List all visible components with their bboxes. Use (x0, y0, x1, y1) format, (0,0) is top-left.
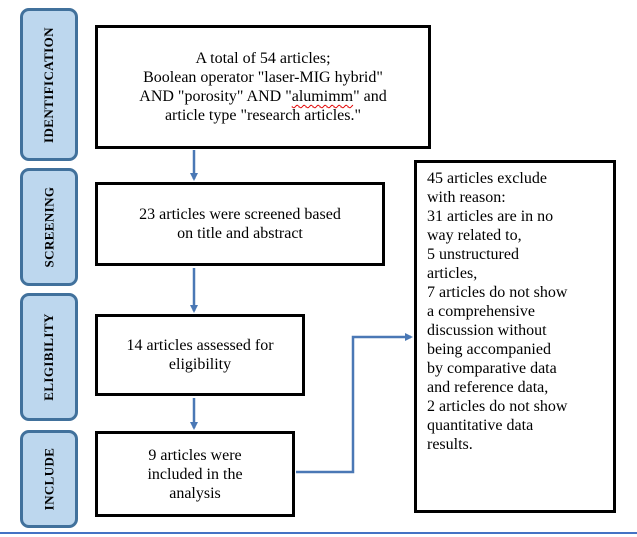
misspelled-word: alumimm (291, 88, 354, 105)
excluded-box: 45 articles exclude with reason: 31 articl… (414, 160, 616, 513)
excluded-line: quantitative data (427, 417, 534, 434)
excluded-line: and reference data, (427, 379, 549, 396)
excluded-line: results. (427, 436, 473, 453)
excluded-line: 45 articles exclude (427, 170, 547, 187)
excluded-line: 31 articles are in no (427, 208, 554, 225)
excluded-line: by comparative data (427, 360, 557, 377)
identification-line-3-post: " and (353, 88, 387, 105)
identification-line-2: Boolean operator "laser-MIG hybrid" (143, 69, 383, 86)
excluded-line: articles, (427, 265, 478, 282)
excluded-line: 7 articles do not show (427, 284, 568, 301)
include-line-3: analysis (169, 484, 221, 502)
include-line-1: 9 articles were (148, 446, 242, 464)
include-line-2: included in the (147, 465, 243, 483)
eligibility-line-2: eligibility (168, 356, 232, 373)
excluded-line: discussion without (427, 322, 547, 339)
include-box: 9 articles were included in the analysis (95, 431, 295, 517)
phase-screening-label: SCREENING (41, 186, 56, 268)
arrow-include-to-excluded (296, 333, 413, 474)
phase-eligibility-label: ELIGIBILITY (41, 313, 56, 401)
phase-include-label: INCLUDE (41, 447, 57, 511)
footer-rule (0, 532, 637, 534)
screening-line-1: 23 articles were screened based (139, 206, 341, 223)
identification-box: A total of 54 articles; Boolean operator… (95, 25, 431, 149)
screening-box: 23 articles were screened based on title… (95, 182, 385, 266)
eligibility-line-1: 14 articles assessed for (126, 337, 274, 354)
excluded-line: 5 unstructured (427, 246, 519, 263)
identification-line-4: article type "research articles." (164, 107, 362, 124)
phase-eligibility: ELIGIBILITY (20, 293, 78, 421)
excluded-line: a comprehensive (427, 303, 535, 320)
identification-line-3: AND "porosity" AND "alumimm" and (139, 87, 386, 106)
identification-line-1: A total of 54 articles; (195, 50, 331, 67)
excluded-line: way related to, (427, 227, 522, 244)
excluded-lines: 45 articles exclude with reason: 31 articl… (427, 169, 567, 454)
phase-screening: SCREENING (20, 168, 78, 286)
screening-line-2: on title and abstract (177, 225, 303, 242)
excluded-line: 2 articles do not show (427, 398, 568, 415)
eligibility-box: 14 articles assessed for eligibility (95, 314, 305, 396)
phase-identification: IDENTIFICATION (20, 8, 78, 161)
excluded-line: with reason: (427, 189, 506, 206)
identification-line-3-pre: AND "porosity" AND " (139, 88, 292, 105)
phase-identification-label: IDENTIFICATION (41, 26, 57, 143)
excluded-line: being accompanied (427, 341, 551, 358)
phase-include: INCLUDE (20, 430, 78, 528)
